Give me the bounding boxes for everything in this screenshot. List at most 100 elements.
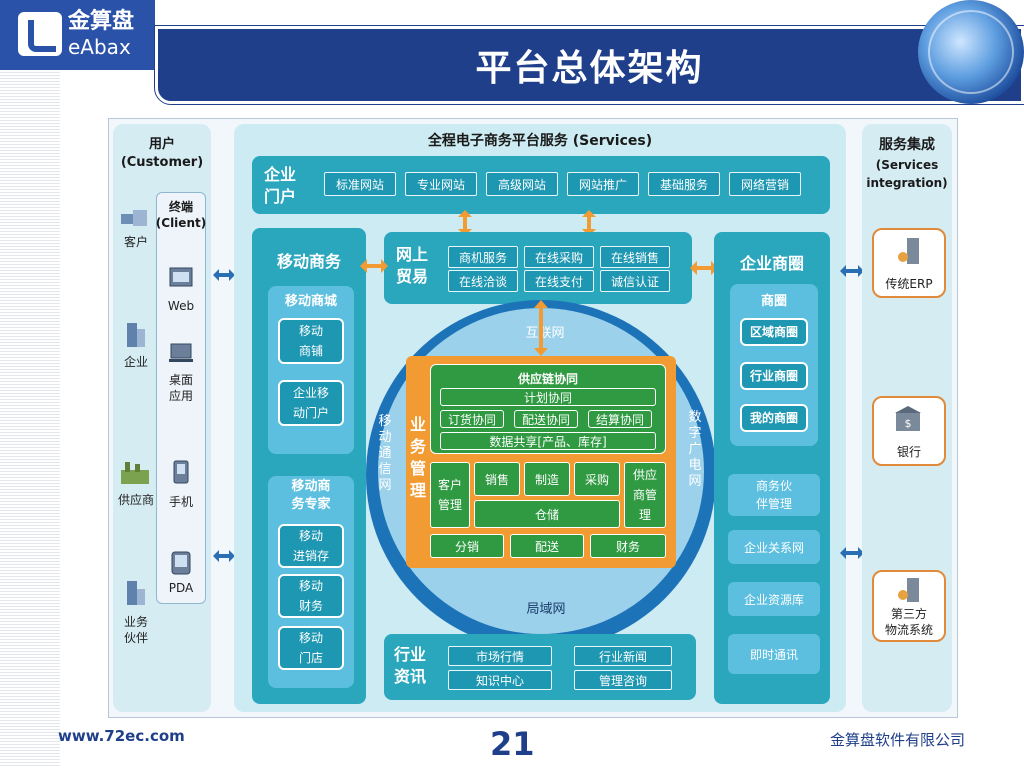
pda-icon — [168, 550, 194, 576]
internet-label: 互联网 — [525, 326, 565, 341]
mobile-mall-title: 移动商城 — [284, 294, 337, 309]
info-label: 行业 资讯 — [394, 645, 427, 686]
my-circle[interactable]: 我的商圈 — [740, 404, 808, 432]
biz-warehouse[interactable]: 仓储 — [474, 500, 620, 528]
client-desktop: 桌面 应用 — [168, 373, 193, 403]
side-stripes — [0, 0, 60, 768]
biz-sales[interactable]: 销售 — [474, 462, 520, 496]
page-title: 平台总体架构 — [475, 48, 704, 89]
biz-distribution[interactable]: 分销 — [430, 534, 504, 558]
mobile-shop[interactable]: 移动 商铺 — [278, 318, 344, 364]
svg-text:$: $ — [905, 417, 912, 430]
portal-trade-arrow-2 — [582, 210, 596, 240]
user-partner: 业务 伙伴 — [123, 615, 148, 645]
client-pda: PDA — [168, 581, 194, 595]
user-supplier: 供应商 — [117, 493, 154, 507]
customer-title: 用户 — [148, 137, 175, 152]
trade-circle-arrow — [690, 260, 718, 279]
biz-delivery[interactable]: 配送 — [510, 534, 584, 558]
mobile-finance[interactable]: 移动 财务 — [278, 574, 344, 618]
scm-title: 供应链协同 — [517, 372, 578, 386]
supplier-management[interactable]: 供应 商管 理 — [624, 462, 666, 528]
portal-trade-arrow-1 — [458, 210, 472, 240]
regional-circle[interactable]: 区域商圈 — [740, 318, 808, 346]
logistics-label: 第三方 物流系统 — [884, 607, 933, 637]
mobile-store[interactable]: 移动 门店 — [278, 626, 344, 670]
info-knowledge[interactable]: 知识中心 — [448, 670, 552, 690]
terminal-subtitle: (Client) — [155, 216, 207, 230]
enterprise-network[interactable]: 企业关系网 — [728, 530, 820, 564]
client-phone: 手机 — [168, 495, 193, 509]
portal-basic-service[interactable]: 基础服务 — [648, 172, 720, 196]
trade-label: 网上 贸易 — [396, 245, 429, 286]
info-consulting[interactable]: 管理咨询 — [574, 670, 672, 690]
partner-management[interactable]: 商务伙 伴管理 — [728, 474, 820, 516]
left-arrow-bottom — [213, 547, 235, 566]
biz-finance[interactable]: 财务 — [590, 534, 666, 558]
biz-manufacturing[interactable]: 制造 — [524, 462, 570, 496]
trade-sales[interactable]: 在线销售 — [600, 246, 670, 268]
order-collab[interactable]: 订货协同 — [440, 410, 504, 428]
plan-collab[interactable]: 计划协同 — [440, 388, 656, 406]
supplier-icon — [118, 458, 152, 488]
left-arrow-top — [213, 266, 235, 285]
online-trade — [384, 232, 692, 304]
mobile-title: 移动商务 — [276, 252, 341, 271]
title-bar: 平台总体架构 — [155, 26, 1024, 104]
portal-advanced-site[interactable]: 高级网站 — [486, 172, 558, 196]
client-web: Web — [167, 299, 195, 313]
terminal-column — [156, 192, 206, 604]
web-icon — [168, 266, 194, 288]
terminal-title: 终端 — [168, 200, 193, 214]
services-title: 全程电子商务平台服务 (Services) — [427, 133, 653, 149]
biz-purchasing[interactable]: 采购 — [574, 462, 620, 496]
mobile-mall-panel — [268, 286, 354, 454]
trade-internet-arrow — [534, 300, 548, 360]
trade-payment[interactable]: 在线支付 — [524, 270, 594, 292]
trade-opportunity[interactable]: 商机服务 — [448, 246, 518, 268]
enterprise-circle-title: 企业商圈 — [739, 254, 804, 273]
business-circle-title: 商圈 — [760, 294, 787, 309]
user-enterprise: 企业 — [123, 355, 148, 369]
customer-icon — [118, 206, 150, 232]
settlement-collab[interactable]: 结算协同 — [588, 410, 652, 428]
enterprise-resources[interactable]: 企业资源库 — [728, 582, 820, 616]
user-customer: 客户 — [123, 235, 148, 249]
mobile-expert-title: 移动商 务专家 — [291, 479, 331, 512]
portal-promotion[interactable]: 网站推广 — [567, 172, 639, 196]
mobile-phone-icon — [170, 460, 192, 484]
trade-purchase[interactable]: 在线采购 — [524, 246, 594, 268]
info-news[interactable]: 行业新闻 — [574, 646, 672, 666]
data-share[interactable]: 数据共享[产品、库存] — [440, 432, 656, 450]
trade-credit[interactable]: 诚信认证 — [600, 270, 670, 292]
integration-title: 服务集成 — [879, 137, 935, 153]
logistics-icon — [896, 576, 922, 604]
page-number: 21 — [490, 725, 535, 763]
delivery-collab[interactable]: 配送协同 — [514, 410, 578, 428]
bank-icon: $ — [894, 404, 922, 434]
lan-label: 局域网 — [526, 602, 566, 617]
portal-standard-site[interactable]: 标准网站 — [324, 172, 396, 196]
portal-net-marketing[interactable]: 网络营销 — [729, 172, 801, 196]
mobile-trade-arrow — [360, 258, 388, 277]
partner-icon — [120, 576, 150, 608]
company-name: 金算盘软件有限公司 — [830, 731, 966, 749]
footer-url[interactable]: www.72ec.com — [58, 727, 185, 745]
logo-area: 金算盘 eAbax — [0, 0, 155, 70]
desktop-icon — [168, 342, 194, 364]
info-market[interactable]: 市场行情 — [448, 646, 552, 666]
portal-label: 企业 门户 — [264, 165, 297, 206]
enterprise-icon — [120, 318, 150, 350]
industry-circle[interactable]: 行业商圈 — [740, 362, 808, 390]
logo-cn: 金算盘 — [68, 9, 135, 34]
trade-negotiation[interactable]: 在线洽谈 — [448, 270, 518, 292]
instant-messaging[interactable]: 即时通讯 — [728, 634, 820, 674]
mobile-inventory[interactable]: 移动 进销存 — [278, 524, 344, 568]
portal-pro-site[interactable]: 专业网站 — [405, 172, 477, 196]
customer-management[interactable]: 客户 管理 — [430, 462, 470, 528]
erp-label: 传统ERP — [885, 277, 933, 291]
mobile-enterprise-portal[interactable]: 企业移 动门户 — [278, 380, 344, 426]
integration-subtitle: (Services integration) — [866, 158, 948, 190]
digital-tv-network-label: 数 字 广 电 网 — [688, 410, 702, 489]
mobile-network-label: 移 动 通 信 网 — [378, 414, 392, 493]
